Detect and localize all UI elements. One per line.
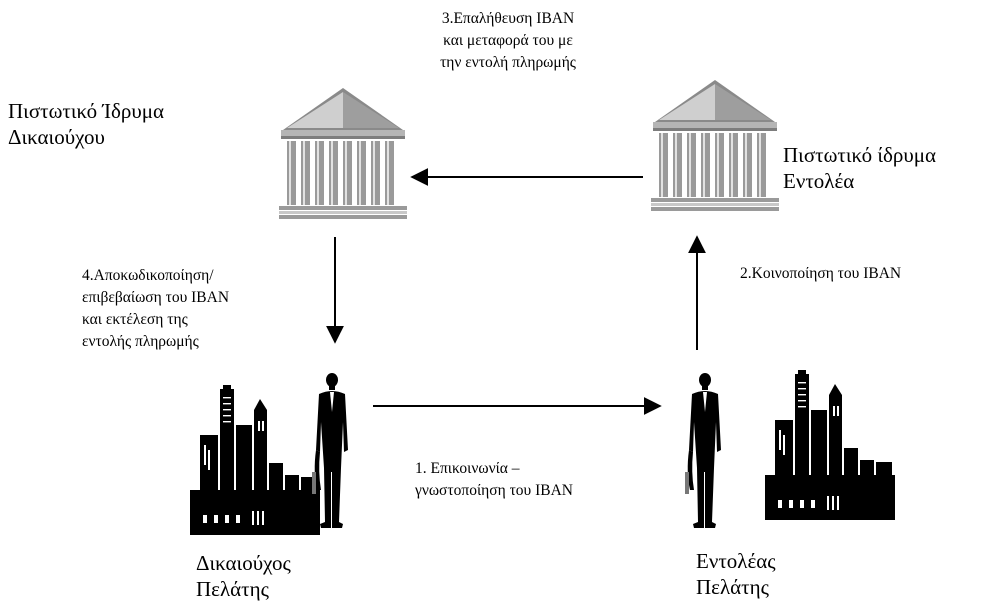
beneficiary-client-label: Δικαιούχος Πελάτης <box>196 551 291 601</box>
payer-bank-icon <box>651 80 779 211</box>
payer-client-label: Εντολέας Πελάτης <box>696 549 776 599</box>
step1-label: 1. Επικοινωνία – γνωστοποίηση του IBAN <box>415 460 573 499</box>
payer-bank-label: Πιστωτικό ίδρυμα Εντολέα <box>783 143 937 193</box>
step4-label: 4.Αποκωδικοποίηση/ επιβεβαίωση του IBAN … <box>82 267 230 350</box>
step3-label: 3.Επαλήθευση IBAN και μεταφορά του με τη… <box>440 10 576 71</box>
beneficiary-bank-label: Πιστωτικό Ίδρυμα Δικαιούχου <box>8 99 165 149</box>
beneficiary-bank-icon <box>279 88 407 219</box>
payer-city-icon <box>765 370 895 520</box>
step2-label: 2.Κοινοποίηση του IBAN <box>740 265 902 282</box>
beneficiary-city-icon <box>190 385 320 535</box>
payer-businessman-icon <box>685 373 721 528</box>
